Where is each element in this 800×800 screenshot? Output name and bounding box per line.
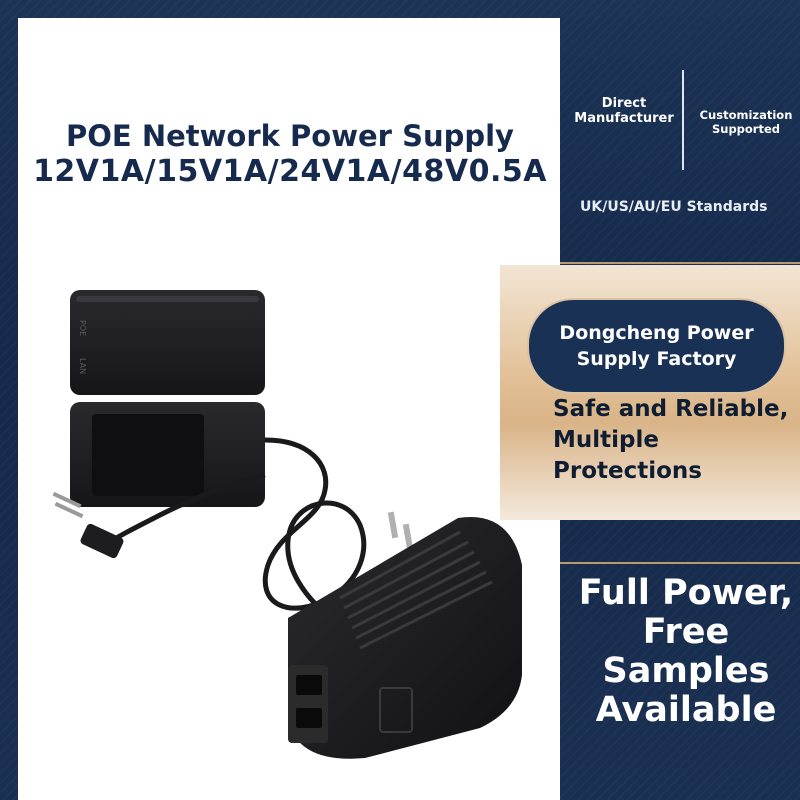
poe-box-bottom xyxy=(70,402,265,507)
poe-wall-adapter xyxy=(288,511,522,759)
headline-title: POE Network Power Supply xyxy=(66,119,514,153)
gold-divider-bottom xyxy=(560,562,800,564)
lan-label: LAN xyxy=(78,358,87,374)
headline-specs: 12V1A/15V1A/24V1A/48V0.5A xyxy=(33,154,547,189)
factory-badge: Dongcheng Power Supply Factory xyxy=(527,298,786,394)
power-cable-2 xyxy=(108,472,266,545)
direct-manufacturer-badge: Direct Manufacturer xyxy=(574,96,674,126)
poe-label: POE xyxy=(78,320,87,336)
wall-plug xyxy=(52,491,124,559)
safety-text: Safe and Reliable, Multiple Protections xyxy=(553,396,789,484)
factory-name: Dongcheng Power Supply Factory xyxy=(559,322,754,370)
samples-text: Full Power, Free Samples Available xyxy=(578,573,794,730)
gold-divider-top xyxy=(560,262,800,264)
customization-badge: Customization Supported xyxy=(699,108,793,136)
poe-box-top: POE LAN xyxy=(70,290,265,395)
headline: POE Network Power Supply 12V1A/15V1A/24V… xyxy=(20,118,560,190)
product-image: POE LAN xyxy=(52,290,522,759)
standards-text: UK/US/AU/EU Standards xyxy=(580,199,768,215)
badge-divider xyxy=(682,70,684,170)
